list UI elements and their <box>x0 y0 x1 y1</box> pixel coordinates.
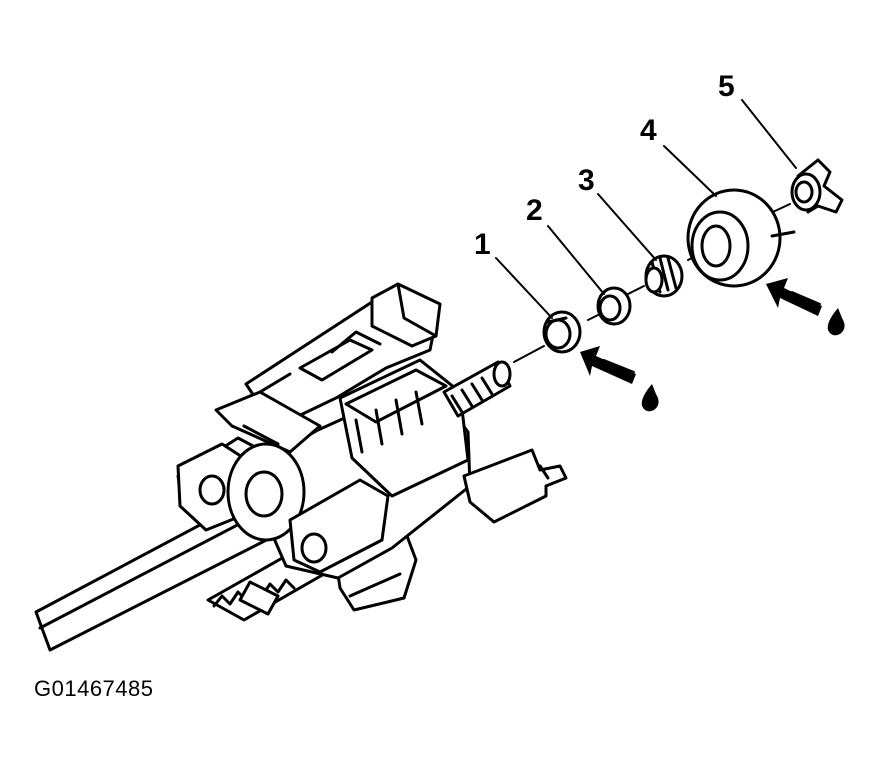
leader-lines <box>495 99 797 319</box>
callout-1: 1 <box>474 228 491 261</box>
callout-3: 3 <box>578 164 595 197</box>
lubricant-drop-icon <box>827 308 845 336</box>
lubricant-arrow-icon <box>580 346 636 384</box>
part-5-nut <box>790 158 844 214</box>
part-4-disc <box>686 188 796 288</box>
lubricant-drop-icon <box>641 384 659 412</box>
lubricant-arrow-icon <box>766 278 822 316</box>
part-2-clip <box>596 286 632 326</box>
part-3-spring <box>644 254 684 298</box>
figure-id: G01467485 <box>34 676 154 701</box>
part-1-ring <box>542 310 582 354</box>
column-housing <box>176 282 568 622</box>
callout-4: 4 <box>640 114 657 147</box>
callout-2: 2 <box>526 194 543 227</box>
assembly-centerline <box>513 345 545 363</box>
callout-5: 5 <box>718 70 735 103</box>
